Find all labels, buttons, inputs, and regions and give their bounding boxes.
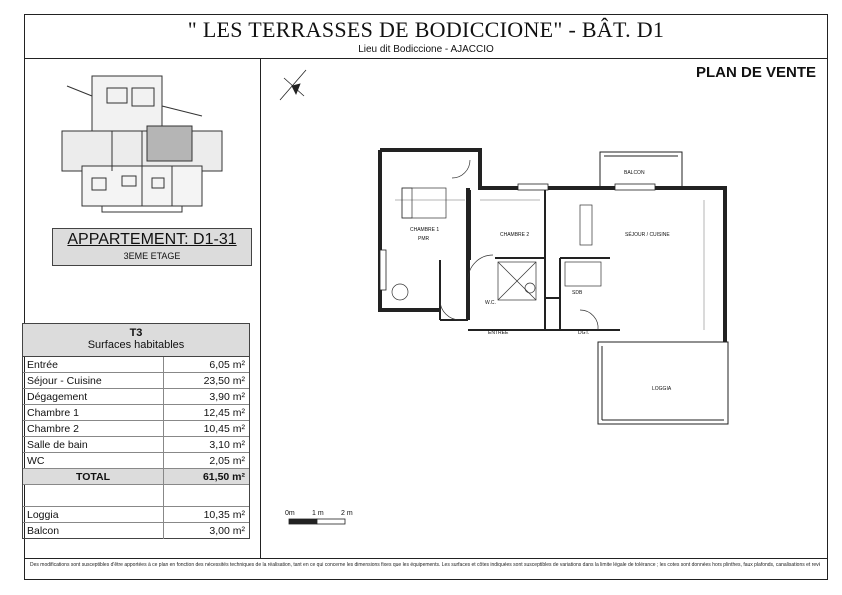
table-row: Entrée 6,05 m²: [23, 357, 249, 373]
column-divider: [260, 58, 261, 558]
north-arrow-icon: [279, 69, 307, 101]
key-plan-image: [61, 75, 223, 213]
table-row: WC 2,05 m²: [23, 453, 249, 469]
room-label-entree: ENTREE: [488, 330, 509, 336]
room-label-sdb: SDB: [572, 290, 583, 296]
table-row: Chambre 1 12,45 m²: [23, 405, 249, 421]
room-label-loggia: LOGGIA: [652, 386, 672, 392]
scale-two: 2 m: [341, 510, 353, 517]
table-row: Dégagement 3,90 m²: [23, 389, 249, 405]
room-label-chambre2: CHAMBRE 2: [500, 232, 529, 238]
apartment-floor: 3EME ETAGE: [123, 251, 181, 261]
table-row: Loggia 10,35 m²: [23, 507, 249, 523]
footer-divider: [24, 558, 828, 559]
room-label-wc: W.C.: [485, 300, 496, 306]
scale-zero: 0m: [285, 510, 295, 517]
scale-one: 1 m: [312, 510, 324, 517]
table-subtitle: Surfaces habitables: [87, 339, 185, 351]
room-label-pmr: PMR: [418, 236, 430, 242]
table-total-row: TOTAL 61,50 m²: [23, 469, 249, 485]
scale-bar: [288, 518, 346, 525]
table-row: Séjour - Cuisine 23,50 m²: [23, 373, 249, 389]
table-spacer-row: [23, 485, 249, 507]
room-label-chambre1: CHAMBRE 1: [410, 227, 439, 233]
plan-type-label: PLAN DE VENTE: [695, 64, 816, 81]
room-label-dgt: DGT.: [578, 330, 589, 336]
floor-plan: BALCON CHAMBRE 1 PMR CHAMBRE 2 SÉJOUR / …: [279, 69, 729, 525]
table-row: Balcon 3,00 m²: [27, 523, 245, 539]
apartment-header: APPARTEMENT: D1-31 3EME ETAGE: [52, 228, 252, 266]
apartment-title: APPARTEMENT: D1-31: [67, 231, 237, 248]
sheet-frame: [24, 14, 828, 580]
disclaimer-footer: Des modifications sont susceptibles d'êt…: [30, 562, 820, 568]
table-row: Chambre 2 10,45 m²: [23, 421, 249, 437]
table-header: T3 Surfaces habitables: [23, 324, 249, 357]
header-divider: [24, 58, 828, 59]
table-row: Salle de bain 3,10 m²: [23, 437, 249, 453]
room-label-sejour: SÉJOUR / CUISINE: [625, 231, 670, 238]
apartment-type: T3: [129, 327, 143, 339]
room-label-balcon: BALCON: [624, 170, 645, 176]
project-location: Lieu dit Bodiccione - AJACCIO: [358, 44, 494, 55]
project-title: " LES TERRASSES DE BODICCIONE" - BÂT. D1: [187, 17, 665, 42]
surfaces-table: T3 Surfaces habitables Entrée 6,05 m² Sé…: [22, 323, 250, 539]
